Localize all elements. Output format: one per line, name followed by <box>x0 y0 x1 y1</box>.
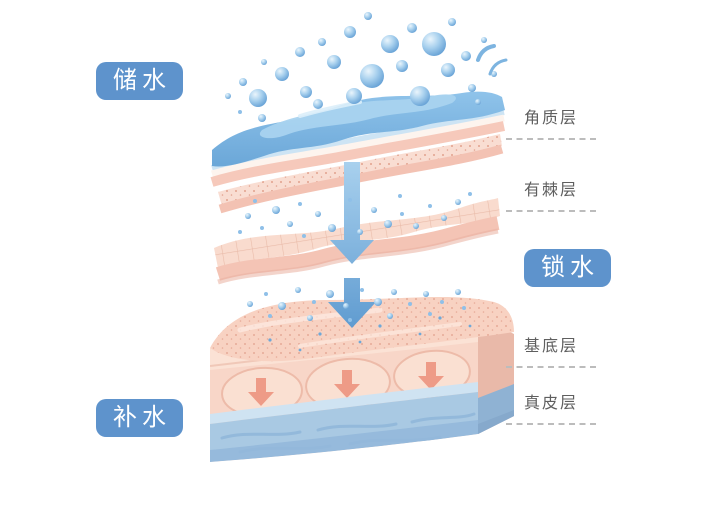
label-basal-layer-text: 基底层 <box>523 338 578 355</box>
badge-lock-water: 锁水 <box>524 249 611 288</box>
label-spinous-layer-text: 有棘层 <box>523 182 578 199</box>
absorption-arrow <box>328 162 376 328</box>
water-surface-layer <box>210 91 506 187</box>
badge-store-water: 储水 <box>96 62 183 101</box>
splash-marks <box>476 44 508 76</box>
label-dermis: 真皮层 <box>506 389 596 425</box>
label-stratum-corneum: 角质层 <box>506 104 596 140</box>
water-bubbles <box>225 12 497 322</box>
label-basal-layer: 基底层 <box>506 332 596 368</box>
label-stratum-corneum-text: 角质层 <box>523 110 578 127</box>
label-spinous-layer: 有棘层 <box>506 176 596 212</box>
badge-replenish-water: 补水 <box>96 399 183 438</box>
label-dermis-text: 真皮层 <box>523 395 578 412</box>
skin-block <box>210 296 514 462</box>
moisture-dots <box>268 316 472 352</box>
